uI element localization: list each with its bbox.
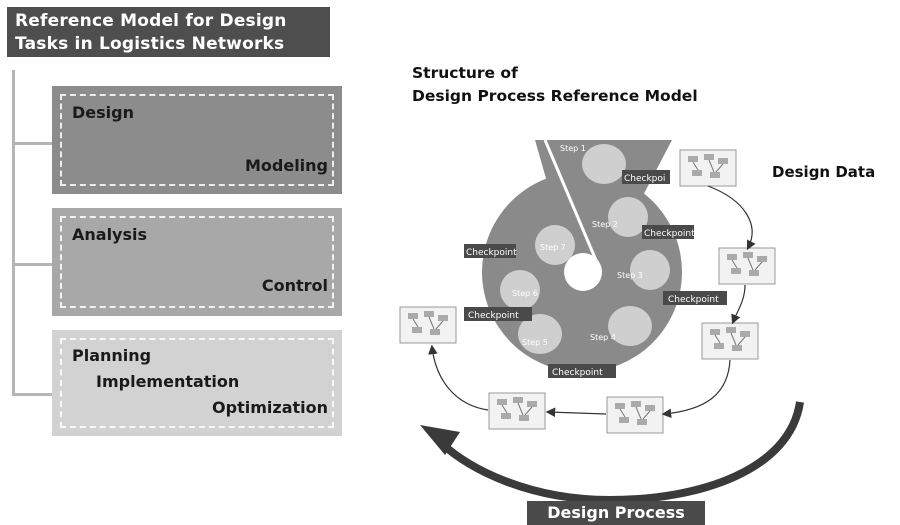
step-6-label: Step 6 <box>512 289 538 298</box>
planning-block: Planning Implementation Optimization <box>52 330 342 436</box>
step-2-label: Step 2 <box>592 220 618 229</box>
design-label: Design <box>72 103 134 122</box>
step-5-pad <box>518 314 562 354</box>
step-pads <box>500 144 670 354</box>
planning-block-dashed-frame <box>60 338 334 428</box>
design-data-icon-6 <box>399 306 457 344</box>
checkpoint-tag-5 <box>464 307 532 321</box>
design-process-arrow <box>437 401 804 505</box>
step-3-pad <box>630 250 670 290</box>
checkpoint-tag-4 <box>663 291 727 305</box>
checkpoint-tag-2 <box>642 225 694 239</box>
tree-branch-design <box>12 142 52 145</box>
design-data-label: Design Data <box>772 163 876 181</box>
control-label: Control <box>261 276 328 295</box>
checkpoint-tag-1 <box>622 170 670 184</box>
reference-model-title: Reference Model for Design Tasks in Logi… <box>7 7 330 57</box>
design-block: Design Modeling <box>52 86 342 194</box>
flow-arrow-4 <box>545 407 607 418</box>
design-data-icon-4 <box>606 396 664 434</box>
step-4-pad <box>608 306 652 346</box>
wheel-hub <box>564 253 602 291</box>
structure-title-line2: Design Process Reference Model <box>412 87 698 105</box>
tree-trunk-line <box>12 70 15 395</box>
wheel-slit <box>543 139 600 266</box>
step-2-pad <box>608 197 648 237</box>
checkpoint-tag-6-label: Checkpoint <box>552 368 603 378</box>
flow-arrow-3 <box>661 359 731 419</box>
checkpoint-tag-3 <box>464 244 516 258</box>
checkpoint-tag-4-label: Checkpoint <box>668 295 719 305</box>
analysis-block: Analysis Control <box>52 208 342 316</box>
step-1-label: Step 1 <box>560 144 586 153</box>
structure-title: Structure of Design Process Reference Mo… <box>412 62 698 108</box>
step-7-pad <box>535 225 575 265</box>
analysis-label: Analysis <box>72 225 148 244</box>
modeling-label: Modeling <box>244 156 328 175</box>
tree-branch-planning <box>12 393 52 396</box>
checkpoint-tag-2-label: Checkpoint <box>644 229 695 239</box>
checkpoint-tag-5-label: Checkpoint <box>468 311 519 321</box>
checkpoint-tag-3-label: Checkpoint <box>466 248 517 258</box>
implementation-label: Implementation <box>96 372 240 391</box>
reference-title-line1: Reference Model for Design <box>15 11 287 31</box>
design-process-label: Design Process <box>527 501 705 525</box>
design-data-icon-1 <box>679 149 737 187</box>
step-1-pad <box>582 144 626 184</box>
design-data-icon-2 <box>718 247 776 285</box>
design-process-arrowhead <box>420 425 460 455</box>
step-7-label: Step 7 <box>540 243 566 252</box>
flow-arrow-1 <box>707 185 756 251</box>
design-data-icon-5 <box>488 392 546 430</box>
reference-title-line2: Tasks in Logistics Networks <box>15 34 285 54</box>
flow-arrow-2 <box>731 284 746 325</box>
optimization-label: Optimization <box>212 398 328 417</box>
step-3-label: Step 3 <box>617 271 643 280</box>
planning-label: Planning <box>72 346 152 365</box>
checkpoint-tag-1-label: Checkpoi <box>624 174 665 184</box>
structure-title-line1: Structure of <box>412 64 518 82</box>
design-block-dashed-frame <box>60 94 334 186</box>
flow-arrow-5 <box>428 344 489 411</box>
analysis-block-dashed-frame <box>60 216 334 308</box>
step-4-label: Step 4 <box>590 333 616 342</box>
tree-branch-analysis <box>12 263 52 266</box>
checkpoint-tag-6 <box>548 364 616 378</box>
step-5-label: Step 5 <box>522 338 548 347</box>
design-data-icon-3 <box>701 322 759 360</box>
step-6-pad <box>500 270 540 310</box>
